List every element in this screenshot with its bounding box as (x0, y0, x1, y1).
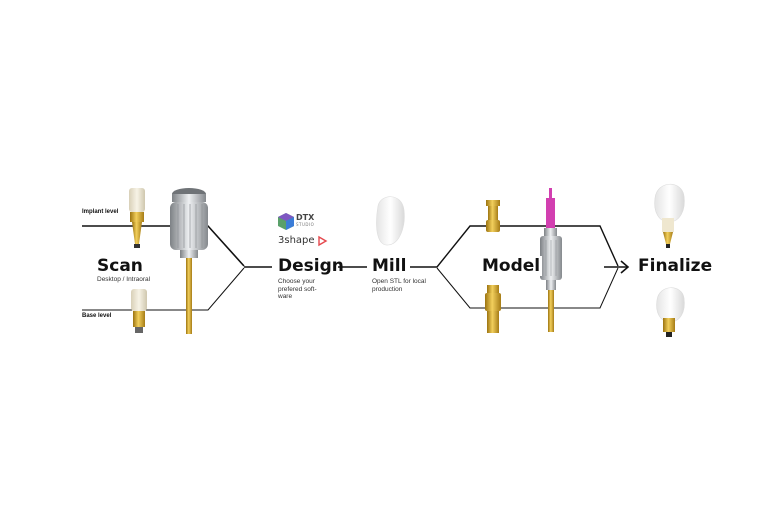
dtx-logo-subtext: STUDIO (296, 222, 315, 227)
scan-title: Scan (97, 256, 143, 276)
design-subtitle: Choose your prefered soft-ware (278, 278, 317, 300)
finalize-title: Finalize (638, 256, 713, 276)
mill-subtitle: Open STL for local production (372, 278, 426, 293)
driver-tool-image (170, 188, 208, 334)
arrow-to-finalize (604, 260, 630, 274)
milled-crown-image (376, 196, 405, 246)
design-title: Design (278, 256, 344, 276)
model-title: Model (480, 256, 543, 276)
dtx-logo-text: DTX (296, 213, 315, 222)
threeshape-logo-text: 3shape (278, 235, 315, 246)
dtx-logo (278, 213, 294, 230)
mill-model-connector (410, 225, 619, 309)
analog-bottom-image (485, 285, 501, 333)
model-tool-image (540, 188, 562, 332)
scanbody-implant-image (129, 188, 145, 248)
threeshape-triangle-icon (318, 235, 328, 247)
final-crown-base-image (656, 287, 685, 337)
analog-top-image (486, 200, 500, 232)
base-level-label: Base level (82, 313, 112, 319)
final-crown-implant-image (654, 183, 685, 248)
scanbody-base-image (131, 289, 147, 333)
scan-subtitle: Desktop / Intraoral (97, 276, 151, 283)
implant-level-label: Implant level (82, 209, 119, 215)
mill-title: Mill (372, 256, 407, 276)
